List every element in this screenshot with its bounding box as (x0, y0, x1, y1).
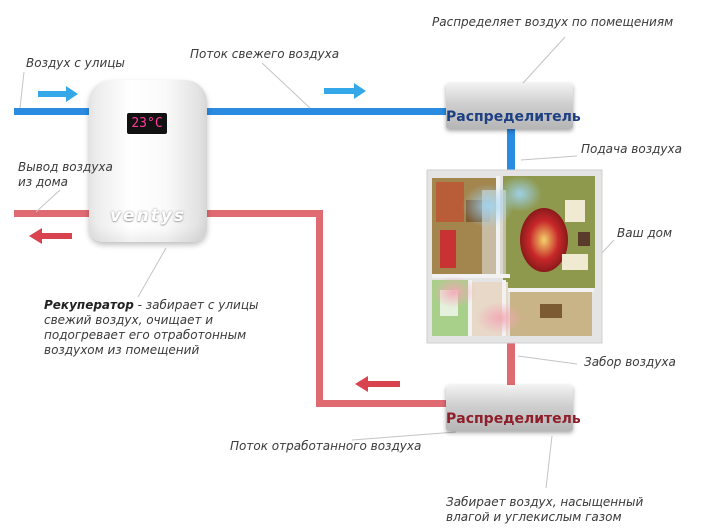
apartment-plan (426, 169, 603, 344)
label-your-home: Ваш дом (617, 226, 673, 240)
leader-intake (517, 355, 578, 365)
arrow-left-icon (29, 228, 72, 244)
leader-used-flow (351, 431, 457, 441)
distributor-bottom: Распределитель (446, 385, 581, 431)
arrow-right-icon (324, 83, 366, 99)
recuperator-device: 23°C ventys (89, 80, 207, 242)
label-intake: Забор воздуха (584, 355, 676, 369)
label-recuperator: Рекуператор - забирает с улицы свежий во… (44, 298, 296, 358)
label-outdoor-air: Воздух с улицы (26, 56, 125, 70)
label-supply: Подача воздуха (581, 142, 682, 156)
leader-exhaust-out (35, 189, 61, 213)
recuperator-title: Рекуператор (44, 298, 134, 312)
label-takes-air: Забирает воздух, насыщенный влагой и угл… (446, 495, 644, 524)
leader-outdoor-air (19, 71, 25, 109)
label-exhaust-out: Вывод воздуха из дома (18, 160, 113, 189)
arrow-right-icon (38, 86, 78, 102)
label-fresh-flow: Поток свежего воздуха (190, 47, 340, 61)
fresh-air-pipe (14, 108, 515, 181)
temperature-display: 23°C (127, 113, 167, 134)
label-used-flow: Поток отработанного воздуха (230, 439, 422, 453)
leader-supply (520, 155, 578, 161)
label-distributes: Распределяет воздух по помещениям (432, 15, 674, 29)
distributor-top: Распределитель (446, 83, 581, 129)
brand-logo: ventys (109, 206, 187, 226)
leader-takes-air (545, 435, 553, 489)
arrow-left-icon (355, 376, 400, 392)
recuperator-description: - забирает с улицы свежий воздух, очищае… (44, 298, 259, 357)
leader-recuperator (137, 247, 167, 298)
leader-fresh-flow (261, 62, 311, 109)
